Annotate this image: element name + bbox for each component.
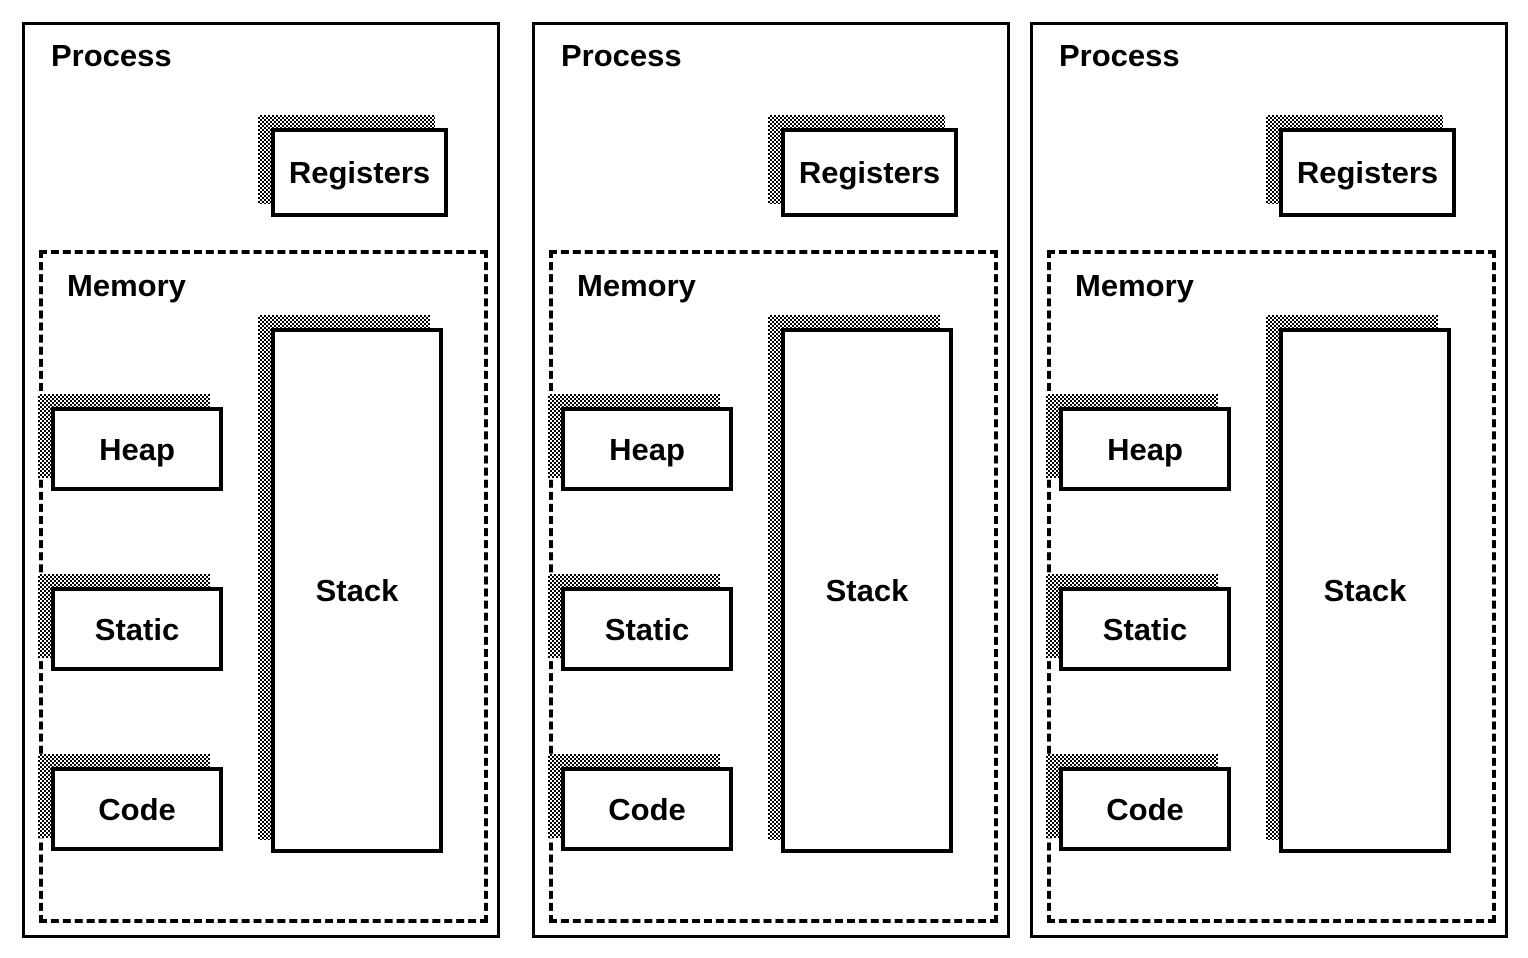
memory-title: Memory bbox=[1075, 268, 1194, 303]
stack-box-face[interactable]: Stack bbox=[781, 328, 953, 853]
heap-box-face[interactable]: Heap bbox=[561, 407, 733, 491]
registers-box-face[interactable]: Registers bbox=[781, 128, 958, 217]
registers-label: Registers bbox=[1296, 155, 1439, 190]
static-box[interactable]: Static bbox=[1046, 574, 1231, 671]
code-label: Code bbox=[1106, 791, 1184, 827]
heap-box-face[interactable]: Heap bbox=[51, 407, 223, 491]
code-box-face[interactable]: Code bbox=[51, 767, 223, 851]
registers-box[interactable]: Registers bbox=[768, 115, 958, 217]
memory-title: Memory bbox=[577, 268, 696, 303]
static-label: Static bbox=[94, 611, 180, 647]
heap-box-face[interactable]: Heap bbox=[1059, 407, 1231, 491]
registers-label: Registers bbox=[288, 155, 431, 190]
static-box[interactable]: Static bbox=[548, 574, 733, 671]
code-label: Code bbox=[98, 791, 176, 827]
stack-box[interactable]: Stack bbox=[258, 315, 443, 853]
heap-box[interactable]: Heap bbox=[548, 394, 733, 491]
heap-label: Heap bbox=[609, 431, 685, 467]
static-box-face[interactable]: Static bbox=[51, 587, 223, 671]
static-box[interactable]: Static bbox=[38, 574, 223, 671]
registers-box-face[interactable]: Registers bbox=[1279, 128, 1456, 217]
heap-box[interactable]: Heap bbox=[1046, 394, 1231, 491]
registers-label: Registers bbox=[798, 155, 941, 190]
stack-box[interactable]: Stack bbox=[768, 315, 953, 853]
stack-box[interactable]: Stack bbox=[1266, 315, 1451, 853]
stack-box-face[interactable]: Stack bbox=[1279, 328, 1451, 853]
code-box[interactable]: Code bbox=[1046, 754, 1231, 851]
stack-label: Stack bbox=[315, 573, 399, 608]
heap-box[interactable]: Heap bbox=[38, 394, 223, 491]
registers-box-face[interactable]: Registers bbox=[271, 128, 448, 217]
static-label: Static bbox=[1102, 611, 1188, 647]
heap-label: Heap bbox=[99, 431, 175, 467]
process-title: Process bbox=[1059, 38, 1180, 73]
registers-box[interactable]: Registers bbox=[258, 115, 448, 217]
heap-label: Heap bbox=[1107, 431, 1183, 467]
stack-label: Stack bbox=[825, 573, 909, 608]
stack-box-face[interactable]: Stack bbox=[271, 328, 443, 853]
static-label: Static bbox=[604, 611, 690, 647]
code-label: Code bbox=[608, 791, 686, 827]
stack-label: Stack bbox=[1323, 573, 1407, 608]
static-box-face[interactable]: Static bbox=[561, 587, 733, 671]
code-box[interactable]: Code bbox=[548, 754, 733, 851]
code-box-face[interactable]: Code bbox=[561, 767, 733, 851]
process-title: Process bbox=[561, 38, 682, 73]
registers-box[interactable]: Registers bbox=[1266, 115, 1456, 217]
process-title: Process bbox=[51, 38, 172, 73]
memory-title: Memory bbox=[67, 268, 186, 303]
code-box-face[interactable]: Code bbox=[1059, 767, 1231, 851]
code-box[interactable]: Code bbox=[38, 754, 223, 851]
static-box-face[interactable]: Static bbox=[1059, 587, 1231, 671]
